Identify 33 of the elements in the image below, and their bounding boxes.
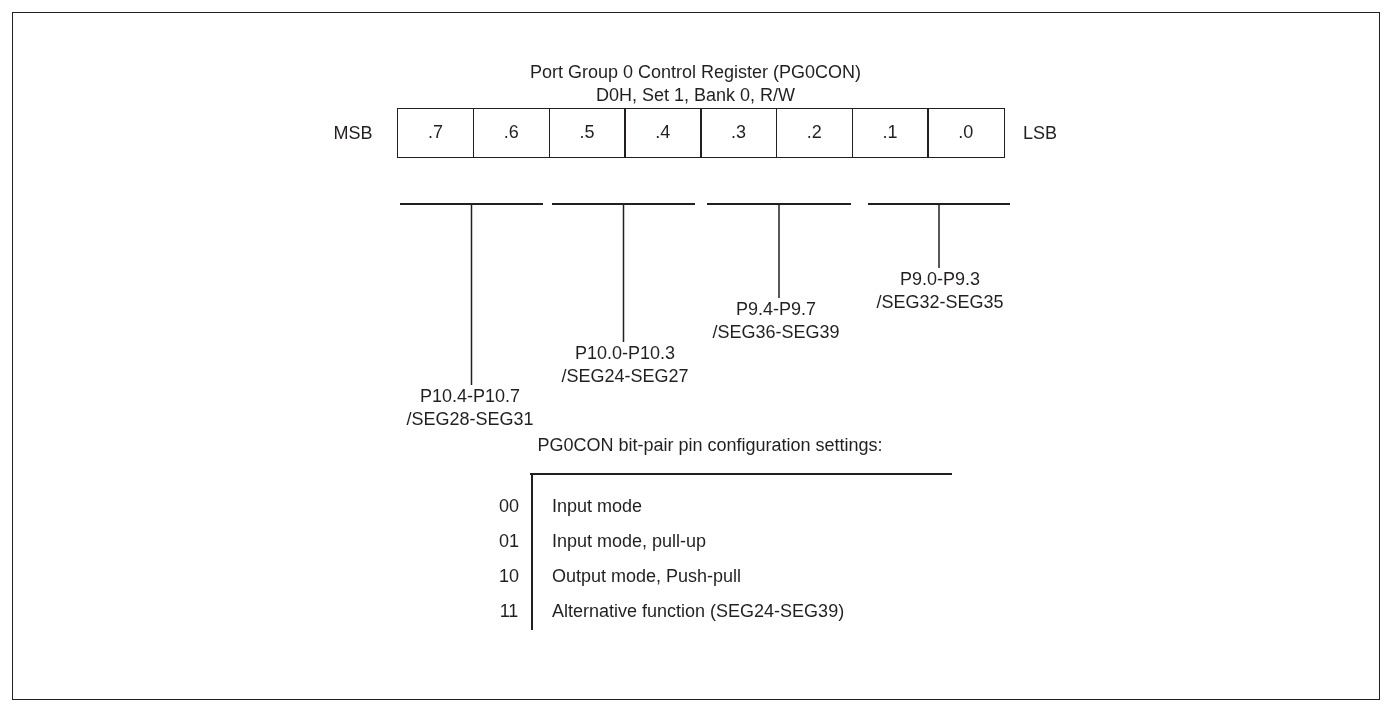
setting-description: Alternative function (SEG24-SEG39) bbox=[552, 600, 845, 623]
leader-line bbox=[938, 203, 940, 269]
setting-description: Input mode bbox=[552, 495, 643, 518]
register-title: Port Group 0 Control Register (PG0CON) bbox=[528, 61, 863, 84]
bit-cell: .3 bbox=[700, 108, 778, 158]
leader-line bbox=[622, 203, 625, 343]
setting-code: 01 bbox=[498, 530, 520, 553]
bit-cell: .2 bbox=[775, 108, 853, 158]
bracket-line bbox=[400, 203, 543, 205]
pin-label: P10.0-P10.3 /SEG24-SEG27 bbox=[557, 342, 693, 388]
bit-cell: .0 bbox=[927, 108, 1005, 158]
bit-cell: .5 bbox=[548, 108, 626, 158]
bit-cell: .7 bbox=[397, 108, 475, 158]
bracket-line bbox=[868, 203, 1010, 205]
pin-label: P10.4-P10.7 /SEG28-SEG31 bbox=[402, 385, 538, 431]
bit-cell: .6 bbox=[472, 108, 550, 158]
register-subtitle: D0H, Set 1, Bank 0, R/W bbox=[594, 84, 797, 107]
leader-line bbox=[778, 203, 780, 299]
setting-description: Output mode, Push-pull bbox=[552, 565, 742, 588]
leader-line bbox=[470, 203, 473, 386]
bit-cell: .1 bbox=[851, 108, 929, 158]
lsb-label: LSB bbox=[1022, 122, 1058, 145]
bracket-line bbox=[707, 203, 851, 205]
setting-description: Input mode, pull-up bbox=[552, 530, 707, 553]
bit-cell: .4 bbox=[624, 108, 702, 158]
setting-code: 11 bbox=[498, 600, 520, 623]
setting-code: 10 bbox=[498, 565, 520, 588]
setting-code: 00 bbox=[498, 495, 520, 518]
pin-label: P9.0-P9.3 /SEG32-SEG35 bbox=[872, 268, 1008, 314]
pin-label: P9.4-P9.7 /SEG36-SEG39 bbox=[708, 298, 844, 344]
bracket-line bbox=[552, 203, 695, 205]
msb-label: MSB bbox=[332, 122, 374, 145]
table-heading: PG0CON bit-pair pin configuration settings: bbox=[536, 434, 884, 457]
